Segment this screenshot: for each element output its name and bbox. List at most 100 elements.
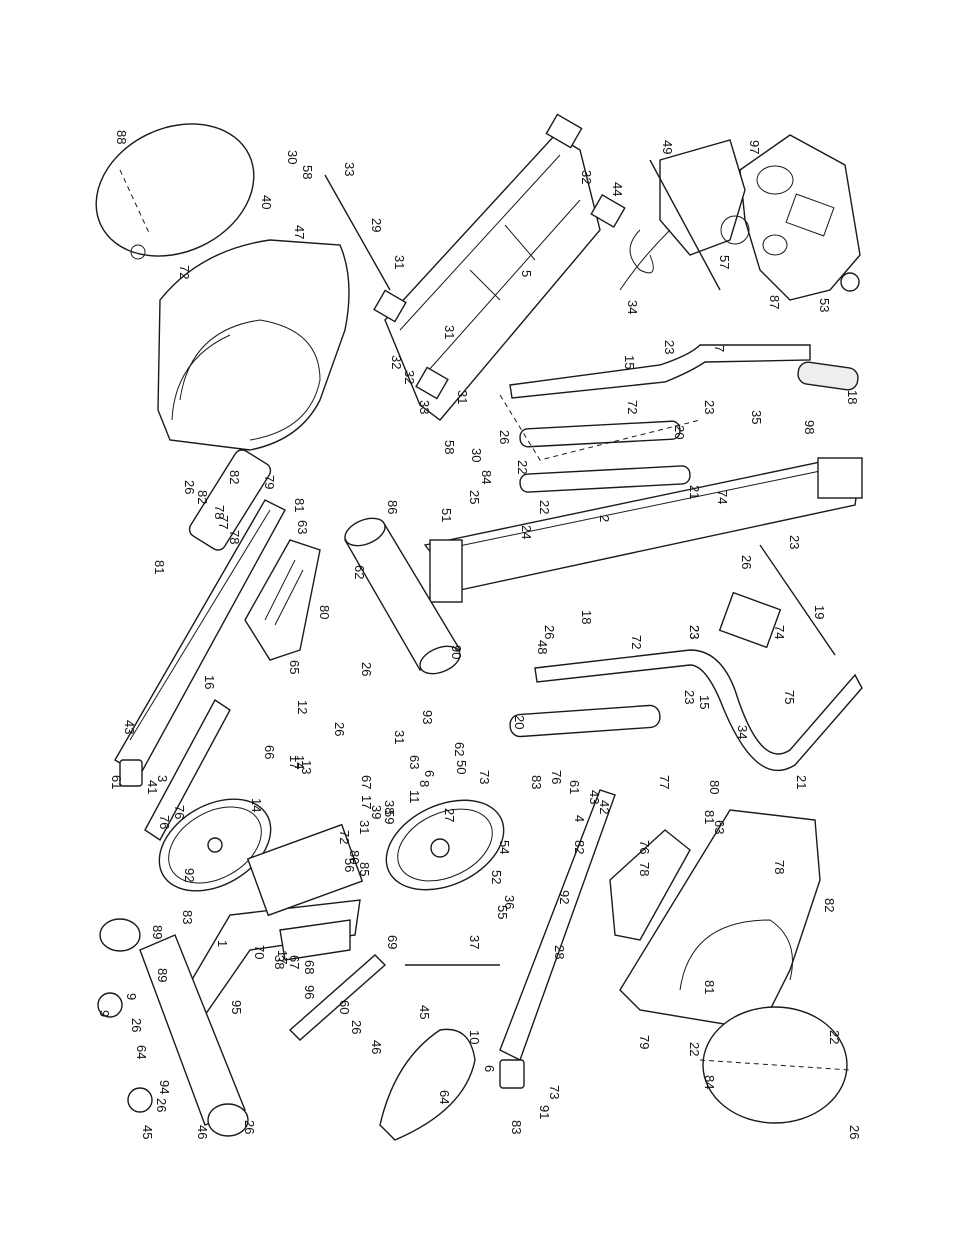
- callout-32: 32: [402, 370, 417, 384]
- callout-29: 29: [369, 218, 384, 232]
- callout-20: 20: [512, 715, 527, 729]
- upper-arm-tubes: [499, 394, 701, 493]
- callout-79: 79: [262, 475, 277, 489]
- callout-96: 96: [302, 985, 317, 999]
- callout-31: 31: [442, 325, 457, 339]
- callout-87: 87: [767, 295, 782, 309]
- callout-77: 77: [657, 775, 672, 789]
- callout-61: 61: [567, 780, 582, 794]
- callout-26: 26: [349, 1020, 364, 1034]
- callout-33: 33: [342, 162, 357, 176]
- callout-80: 80: [347, 850, 362, 864]
- callout-63: 63: [295, 520, 310, 534]
- callout-98: 98: [802, 420, 817, 434]
- callout-92: 92: [182, 868, 197, 882]
- callout-46: 46: [195, 1125, 210, 1139]
- callout-26: 26: [359, 662, 374, 676]
- part-28-belt: [379, 1028, 476, 1141]
- callout-47: 47: [292, 225, 307, 239]
- part-94-stabilizer: [97, 918, 249, 1137]
- callout-88: 88: [114, 130, 129, 144]
- callout-79: 79: [637, 1035, 652, 1049]
- console-assembly: [619, 134, 861, 301]
- callout-34: 34: [735, 725, 750, 739]
- callout-82: 82: [572, 840, 587, 854]
- callout-83: 83: [509, 1120, 524, 1134]
- callout-61: 61: [109, 775, 124, 789]
- callout-5: 5: [519, 270, 534, 277]
- callout-76: 76: [549, 770, 564, 784]
- callout-6: 6: [482, 1065, 497, 1072]
- callout-89: 89: [150, 925, 165, 939]
- callout-82: 82: [227, 470, 242, 484]
- callout-22: 22: [515, 460, 530, 474]
- callout-70: 70: [252, 945, 267, 959]
- callout-8: 8: [417, 780, 432, 787]
- callout-9: 9: [97, 1010, 112, 1017]
- callout-66: 66: [262, 745, 277, 759]
- callout-67: 67: [287, 955, 302, 969]
- callout-78: 78: [227, 530, 242, 544]
- callout-72: 72: [337, 830, 352, 844]
- callout-31: 31: [455, 390, 470, 404]
- callout-14: 14: [249, 798, 264, 812]
- callout-38: 38: [272, 955, 287, 969]
- callout-59: 59: [382, 810, 397, 824]
- callout-58: 58: [442, 440, 457, 454]
- callout-78: 78: [212, 505, 227, 519]
- callout-2: 2: [597, 515, 612, 522]
- callout-25: 25: [467, 490, 482, 504]
- callout-37: 37: [467, 935, 482, 949]
- part-4-rail: [499, 789, 691, 1089]
- callout-17: 17: [359, 795, 374, 809]
- callout-10: 10: [467, 1030, 482, 1044]
- callout-56: 56: [342, 858, 357, 872]
- callout-23: 23: [687, 625, 702, 639]
- part-75-handle: [509, 591, 863, 772]
- callout-84: 84: [702, 1075, 717, 1089]
- callout-17: 17: [287, 755, 302, 769]
- callout-1: 1: [215, 940, 230, 947]
- callout-32: 32: [579, 170, 594, 184]
- callout-78: 78: [772, 860, 787, 874]
- callout-43: 43: [122, 720, 137, 734]
- part-3-rail: [114, 449, 286, 787]
- part-2-frame: [423, 457, 863, 656]
- callout-62: 62: [452, 742, 467, 756]
- callout-26: 26: [497, 430, 512, 444]
- callout-23: 23: [687, 625, 702, 639]
- callout-39: 39: [369, 805, 384, 819]
- callout-26: 26: [847, 1125, 862, 1139]
- callout-26: 26: [154, 1098, 169, 1112]
- callout-24: 24: [519, 525, 534, 539]
- callout-11: 11: [407, 790, 422, 804]
- callout-97: 97: [747, 140, 762, 154]
- callout-73: 73: [477, 770, 492, 784]
- callout-32: 32: [389, 355, 404, 369]
- callout-22: 22: [537, 500, 552, 514]
- callout-31: 31: [392, 730, 407, 744]
- callout-38: 38: [382, 800, 397, 814]
- callout-19: 19: [812, 605, 827, 619]
- callout-76: 76: [157, 815, 172, 829]
- callout-81: 81: [152, 560, 167, 574]
- callout-23: 23: [682, 690, 697, 704]
- callout-23: 23: [702, 400, 717, 414]
- callout-31: 31: [392, 255, 407, 269]
- callout-30: 30: [285, 150, 300, 164]
- callout-27: 27: [442, 808, 457, 822]
- callout-67: 67: [359, 775, 374, 789]
- callout-31: 31: [357, 820, 372, 834]
- callout-6: 6: [422, 770, 437, 777]
- callout-69: 69: [385, 935, 400, 949]
- callout-3: 3: [155, 775, 170, 782]
- callout-63: 63: [407, 755, 422, 769]
- callout-85: 85: [357, 862, 372, 876]
- callout-86: 86: [385, 500, 400, 514]
- callout-84: 84: [479, 470, 494, 484]
- callout-63: 63: [712, 820, 727, 834]
- callout-81: 81: [702, 810, 717, 824]
- callout-90: 90: [449, 645, 464, 659]
- part-48-shroud: [619, 809, 821, 1031]
